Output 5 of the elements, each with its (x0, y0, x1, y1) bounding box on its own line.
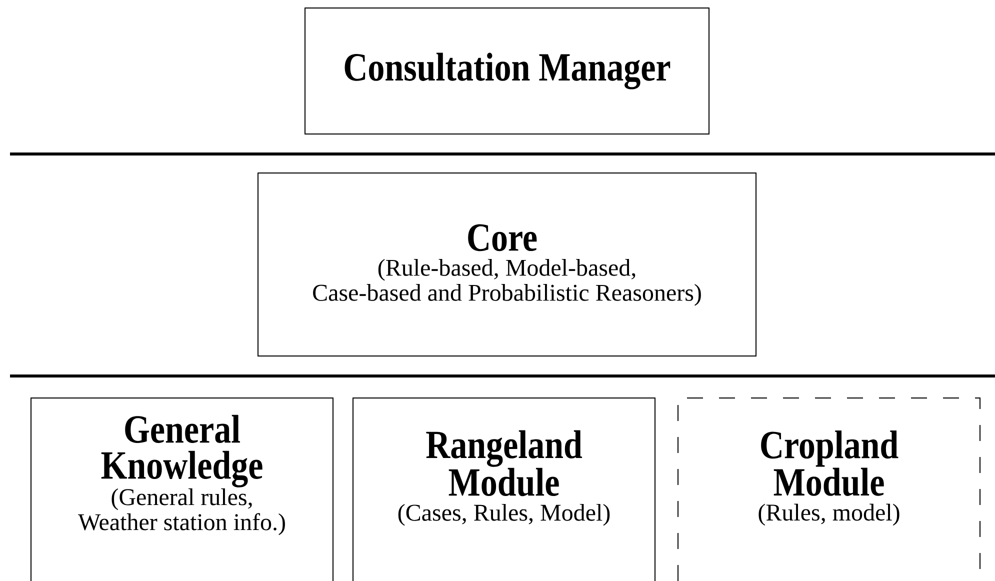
module-box: General Knowledge (General rules, Weather station info.) (30, 398, 334, 581)
layer-box: Consultation Manager (304, 8, 710, 134)
module-box: Rangeland Module (Cases, Rules, Model) (352, 398, 656, 581)
layer-box: Core (Rule-based, Model-based, Case-based and Probabilistic Reasoners) (258, 172, 756, 356)
module-box: Cropland Module (Rules, model) (678, 398, 981, 581)
